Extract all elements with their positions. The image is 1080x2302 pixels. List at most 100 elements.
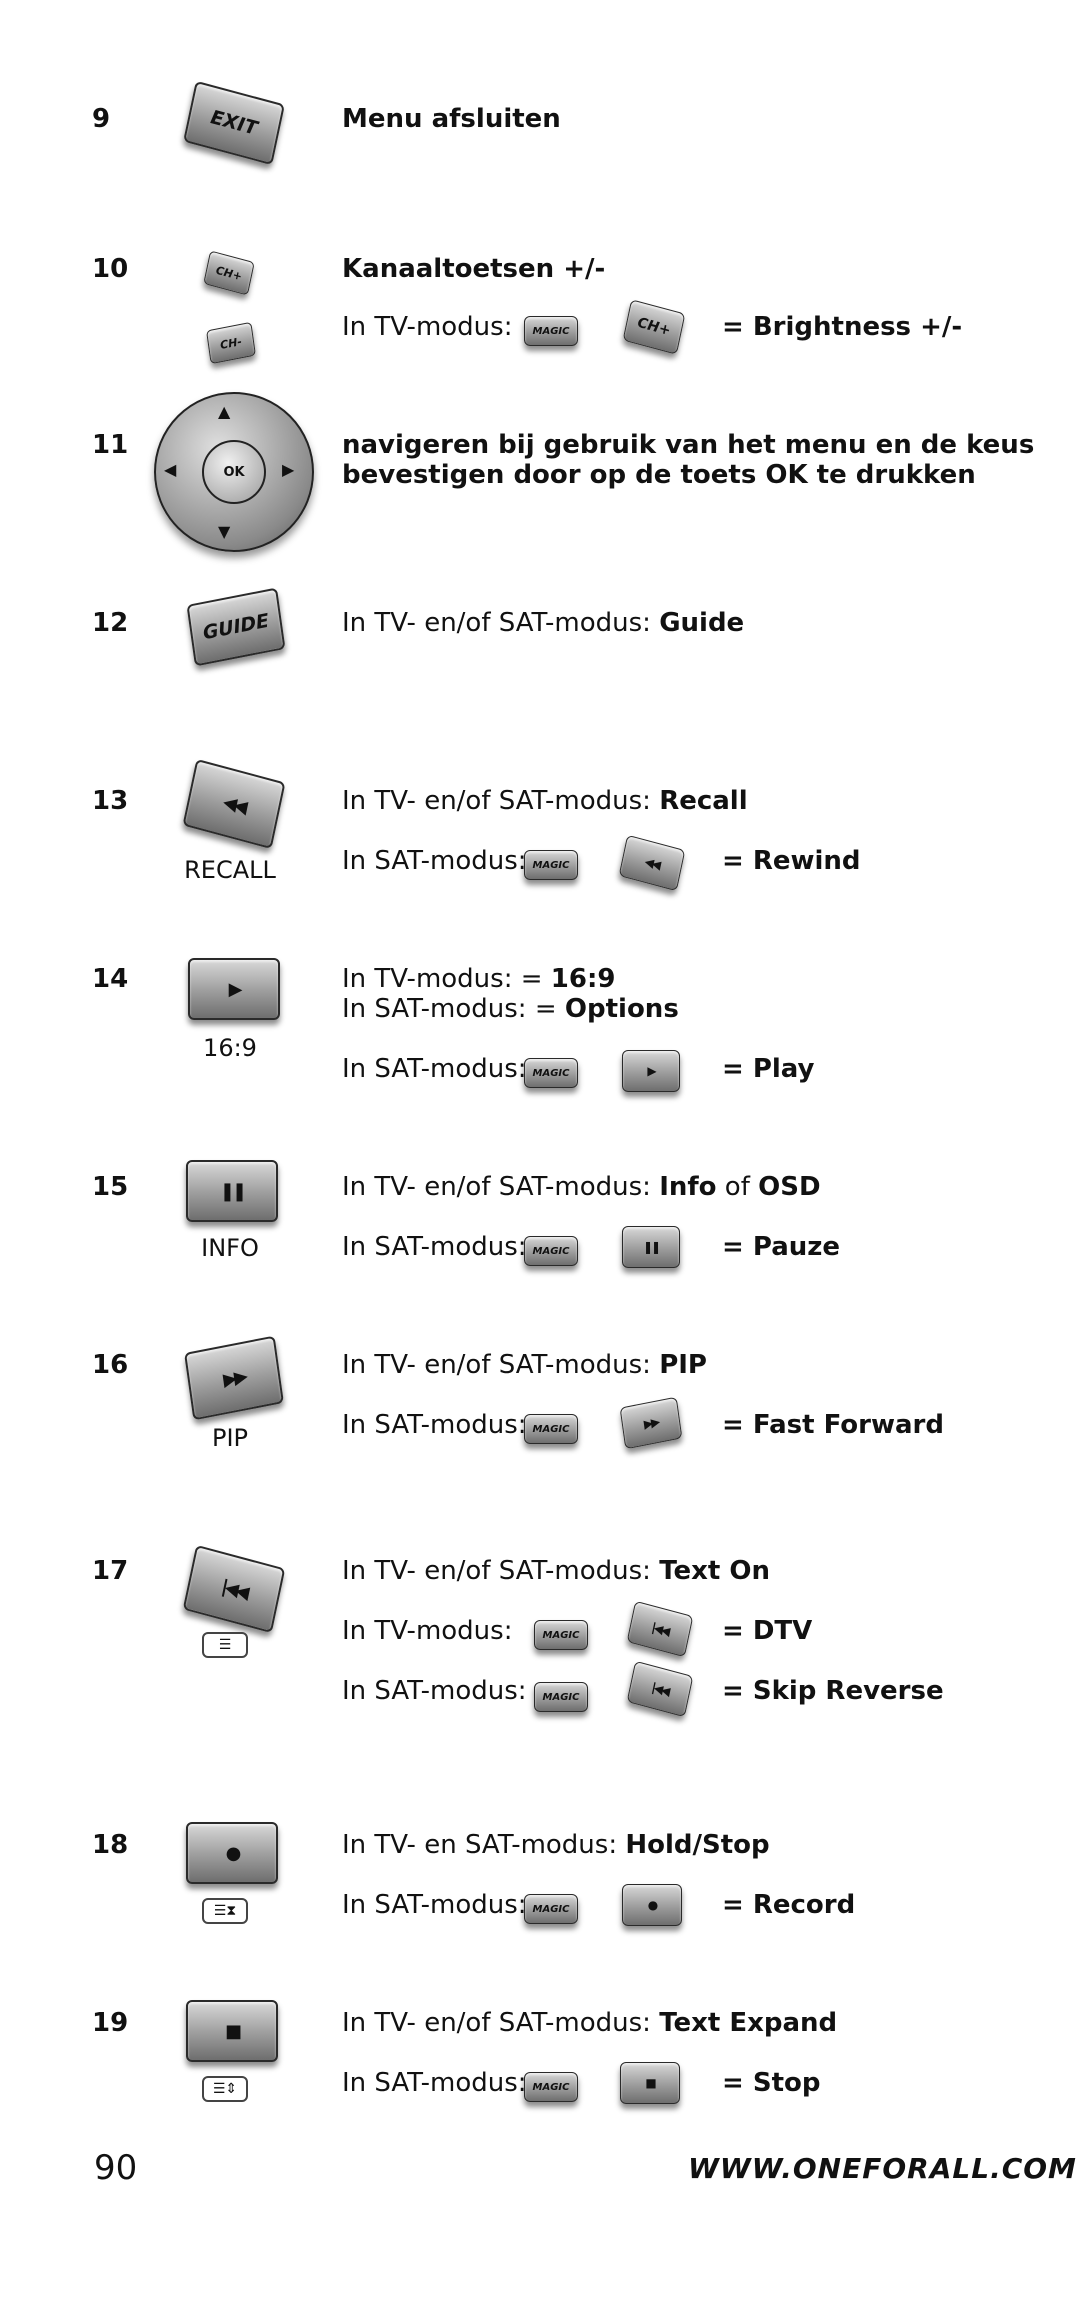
item-number: 18 xyxy=(92,1830,129,1860)
description-line: bevestigen door op de toets OK te drukke… xyxy=(342,460,976,490)
item-description: In TV-modus: = 16:9 xyxy=(342,964,616,994)
item-number: 16 xyxy=(92,1350,129,1380)
stop-icon: ■ xyxy=(645,2076,656,2090)
pause-button-illustration: ❚❚ xyxy=(622,1226,680,1268)
exit-button-illustration: EXIT xyxy=(183,80,285,166)
skip-reverse-icon: |◀◀ xyxy=(650,1619,670,1639)
skip-reverse-button-illustration: |◀◀ xyxy=(626,1660,694,1718)
fast-forward-button-illustration: ▶▶ xyxy=(619,1396,683,1450)
combo-result: = Record xyxy=(722,1890,856,1920)
item-description: In SAT-modus: = Options xyxy=(342,994,679,1024)
play-icon: ▶ xyxy=(228,978,243,1000)
mode-label: In SAT-modus: xyxy=(342,1232,527,1262)
play-button-illustration: ▶ xyxy=(188,958,280,1020)
rewind-button-illustration: ◀◀ xyxy=(182,758,286,850)
website-url: WWW.ONEFORALL.COM xyxy=(688,2152,1077,2185)
fast-forward-icon: ▶▶ xyxy=(221,1365,247,1391)
item-number: 17 xyxy=(92,1556,129,1586)
item-title: Kanaaltoetsen +/- xyxy=(342,254,606,284)
mode-label: In SAT-modus: xyxy=(342,2068,527,2098)
magic-button-illustration: MAGIC xyxy=(534,1620,588,1650)
item-number: 19 xyxy=(92,2008,129,2038)
mode-label: In SAT-modus: xyxy=(342,1890,527,1920)
combo-result: = Stop xyxy=(722,2068,821,2098)
ok-button-illustration: OK xyxy=(202,440,266,504)
arrow-up-icon: ▲ xyxy=(218,402,231,421)
guide-button-illustration: GUIDE xyxy=(186,587,286,667)
combo-result: = Rewind xyxy=(722,846,861,876)
mode-label: In SAT-modus: xyxy=(342,1410,527,1440)
combo-result: = Skip Reverse xyxy=(722,1676,944,1706)
mode-label: In SAT-modus: xyxy=(342,1054,527,1084)
item-number: 15 xyxy=(92,1172,129,1202)
rewind-icon: ◀◀ xyxy=(221,790,247,818)
teletext-hold-icon: ☰⧗ xyxy=(202,1898,248,1924)
item-title: Menu afsluiten xyxy=(342,104,561,134)
pause-icon: ❚❚ xyxy=(219,1180,247,1202)
fast-forward-button-illustration: ▶▶ xyxy=(184,1335,284,1421)
combo-result: = Pauze xyxy=(722,1232,841,1262)
rewind-button-illustration: ◀◀ xyxy=(618,834,686,892)
magic-button-illustration: MAGIC xyxy=(524,1894,578,1924)
item-number: 10 xyxy=(92,254,129,284)
combo-result: = DTV xyxy=(722,1616,813,1646)
arrow-down-icon: ▼ xyxy=(218,522,231,541)
fast-forward-icon: ▶▶ xyxy=(642,1414,660,1432)
rewind-icon: ◀◀ xyxy=(643,854,661,872)
button-caption: INFO xyxy=(201,1234,259,1262)
skip-reverse-button-illustration: |◀◀ xyxy=(626,1600,694,1658)
combo-result: = Play xyxy=(722,1054,815,1084)
skip-reverse-icon: |◀◀ xyxy=(650,1679,670,1699)
item-description: In TV- en SAT-modus: Hold/Stop xyxy=(342,1830,770,1860)
skip-reverse-icon: |◀◀ xyxy=(219,1575,249,1603)
item-description: In TV- en/of SAT-modus: Text Expand xyxy=(342,2008,838,2038)
description-line: navigeren bij gebruik van het menu en de… xyxy=(342,430,1035,460)
pause-icon: ❚❚ xyxy=(642,1240,661,1254)
arrow-left-icon: ◀ xyxy=(164,460,177,479)
item-description: In TV- en/of SAT-modus: PIP xyxy=(342,1350,707,1380)
item-number: 11 xyxy=(92,430,129,460)
mode-label: In SAT-modus: xyxy=(342,1676,527,1706)
magic-button-illustration: MAGIC xyxy=(524,1058,578,1088)
record-icon: ● xyxy=(225,1842,242,1864)
item-description: In TV- en/of SAT-modus: Info of OSD xyxy=(342,1172,821,1202)
magic-button-illustration: MAGIC xyxy=(534,1682,588,1712)
item-description: In TV- en/of SAT-modus: Guide xyxy=(342,608,745,638)
magic-button-illustration: MAGIC xyxy=(524,2072,578,2102)
teletext-icon: ☰ xyxy=(202,1632,248,1658)
mode-label: In SAT-modus: xyxy=(342,846,527,876)
page-number: 90 xyxy=(94,2148,138,2188)
magic-button-illustration: MAGIC xyxy=(524,1236,578,1266)
button-caption: PIP xyxy=(211,1424,249,1452)
combo-result: = Fast Forward xyxy=(722,1410,944,1440)
magic-button-illustration: MAGIC xyxy=(524,316,578,346)
mode-label: In TV-modus: xyxy=(342,1616,513,1646)
button-caption: 16:9 xyxy=(203,1034,257,1062)
item-number: 14 xyxy=(92,964,129,994)
pause-button-illustration: ❚❚ xyxy=(186,1160,278,1222)
magic-button-illustration: MAGIC xyxy=(524,850,578,880)
magic-button-illustration: MAGIC xyxy=(524,1414,578,1444)
item-number: 13 xyxy=(92,786,129,816)
play-button-illustration: ▶ xyxy=(622,1050,680,1092)
mode-label: In TV-modus: xyxy=(342,312,513,342)
record-icon: ● xyxy=(647,1898,659,1912)
skip-reverse-button-illustration: |◀◀ xyxy=(182,1544,286,1634)
channel-down-button-illustration: CH- xyxy=(206,321,256,365)
teletext-expand-icon: ☰⇕ xyxy=(202,2076,248,2102)
play-icon: ▶ xyxy=(647,1064,656,1078)
channel-up-button-illustration: CH+ xyxy=(622,299,686,355)
combo-result: = Brightness +/- xyxy=(722,312,963,342)
item-number: 9 xyxy=(92,104,111,134)
channel-up-button-illustration: CH+ xyxy=(203,250,255,296)
stop-button-illustration: ■ xyxy=(186,2000,278,2062)
item-description: In TV- en/of SAT-modus: Recall xyxy=(342,786,748,816)
button-caption: RECALL xyxy=(184,856,276,884)
record-button-illustration: ● xyxy=(186,1822,278,1884)
navigation-pad-illustration: ▲ ▼ ◀ ▶ OK xyxy=(154,392,314,552)
item-number: 12 xyxy=(92,608,129,638)
item-description: In TV- en/of SAT-modus: Text On xyxy=(342,1556,770,1586)
stop-icon: ■ xyxy=(224,2020,242,2042)
stop-button-illustration: ■ xyxy=(620,2062,680,2104)
record-button-illustration: ● xyxy=(622,1884,682,1926)
